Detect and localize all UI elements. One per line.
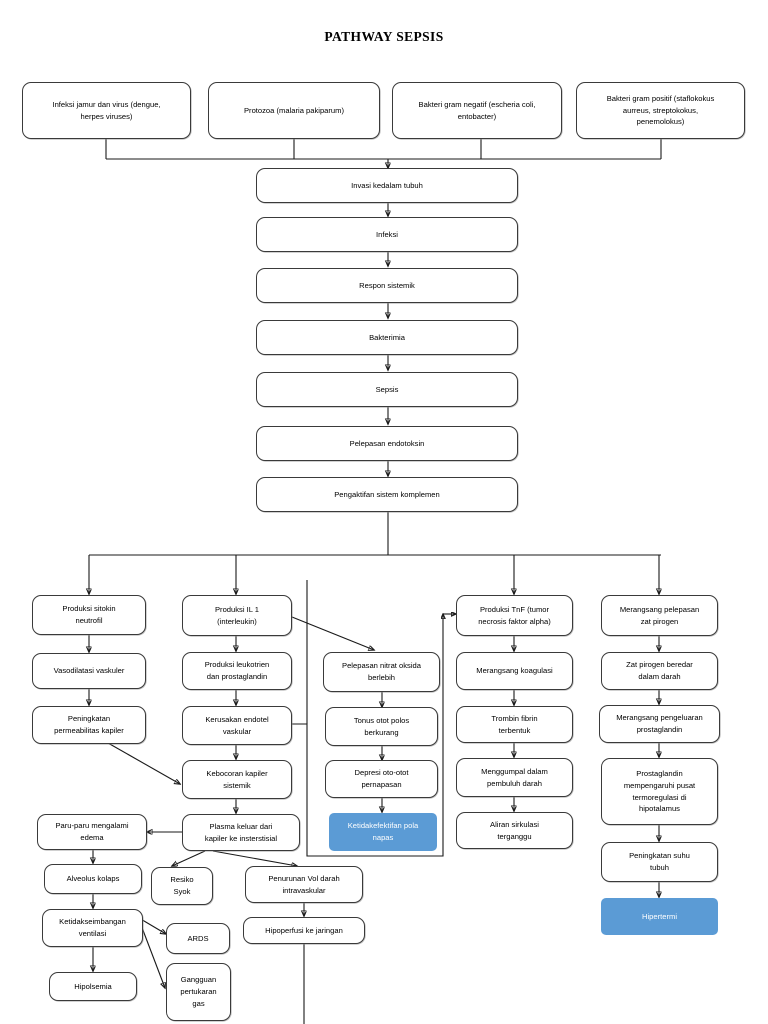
- node-label: Aliran sirkulasi terganggu: [490, 819, 539, 841]
- node-bakterimia[interactable]: Bakterimia: [256, 320, 518, 355]
- node-label: Gangguan pertukaran gas: [180, 975, 217, 1008]
- node-produksi-tnf[interactable]: Produksi TnF (tumor necrosis faktor alph…: [456, 595, 573, 636]
- node-label: Alveolus kolaps: [66, 874, 120, 884]
- node-label: Merangsang pelepasan zat pirogen: [619, 604, 700, 626]
- node-label: Paru-paru mengalami edema: [55, 821, 129, 842]
- node-label: Produksi IL 1 (interleukin): [214, 604, 260, 626]
- node-alveolus-kolaps[interactable]: Alveolus kolaps: [44, 864, 142, 894]
- node-peningkatan-permeabilitas[interactable]: Peningkatan permeabilitas kapiler: [32, 706, 146, 744]
- node-ketidakefektifan-pola-napas[interactable]: Ketidakefektifan pola napas: [329, 813, 437, 851]
- node-label: Protozoa (malaria pakiparum): [243, 105, 345, 115]
- node-resiko-syok[interactable]: Resiko Syok: [151, 867, 213, 905]
- node-label: Vasodilatasi vaskuler: [53, 666, 125, 676]
- node-label: Bakteri gram negatif (escheria coli, ent…: [418, 99, 536, 121]
- node-menggumpal-pembuluh[interactable]: Menggumpal dalam pembuluh darah: [456, 758, 573, 797]
- node-label: Merangsang koagulasi: [476, 666, 553, 676]
- node-pengaktifan-komplemen[interactable]: Pengaktifan sistem komplemen: [256, 477, 518, 512]
- node-merangsang-pirogen[interactable]: Merangsang pelepasan zat pirogen: [601, 595, 718, 636]
- node-label: Peningkatan permeabilitas kapiler: [54, 714, 124, 735]
- node-label: ARDS: [187, 933, 209, 943]
- node-label: Bakteri gram positif (staflokokus aurreu…: [606, 93, 715, 127]
- node-penurunan-vol-darah[interactable]: Penurunan Vol darah intravaskular: [245, 866, 363, 903]
- node-respon-sistemik[interactable]: Respon sistemik: [256, 268, 518, 303]
- node-label: Kerusakan endotel vaskular: [205, 714, 269, 736]
- node-zat-pirogen-beredar[interactable]: Zat pirogen beredar dalam darah: [601, 652, 718, 690]
- node-label: Menggumpal dalam pembuluh darah: [481, 766, 548, 788]
- node-label: Produksi TnF (tumor necrosis faktor alph…: [478, 604, 551, 626]
- node-pelepasan-endotoksin[interactable]: Pelepasan endotoksin: [256, 426, 518, 461]
- node-hipertermi[interactable]: Hipertermi: [601, 898, 718, 935]
- node-etio-gram-negatif[interactable]: Bakteri gram negatif (escheria coli, ent…: [392, 82, 562, 139]
- node-pelepasan-nitrat[interactable]: Pelepasan nitrat oksida berlebih: [323, 652, 440, 692]
- node-peningkatan-suhu[interactable]: Peningkatan suhu tubuh: [601, 842, 718, 882]
- node-label: Resiko Syok: [170, 875, 194, 896]
- node-label: Invasi kedalam tubuh: [351, 180, 423, 190]
- node-plasma-keluar[interactable]: Plasma keluar dari kapiler ke insterstis…: [182, 814, 300, 851]
- node-label: Ketidakseimbangan ventilasi: [59, 917, 126, 938]
- node-vasodilatasi[interactable]: Vasodilatasi vaskuler: [32, 653, 146, 689]
- node-etio-protozoa[interactable]: Protozoa (malaria pakiparum): [208, 82, 380, 139]
- node-ketidakseimbangan-ventilasi[interactable]: Ketidakseimbangan ventilasi: [42, 909, 143, 947]
- page-title: PATHWAY SEPSIS: [324, 29, 444, 44]
- node-label: Hipoperfusi ke jaringan: [265, 925, 343, 935]
- node-hipolsemia[interactable]: Hipolsemia: [49, 972, 137, 1001]
- node-label: Bakterimia: [369, 332, 405, 342]
- node-label: Hipolsemia: [74, 981, 112, 991]
- node-etio-jamur-virus[interactable]: Infeksi jamur dan virus (dengue, herpes …: [22, 82, 191, 139]
- node-label: Respon sistemik: [359, 280, 415, 290]
- node-kebocoran-kapiler[interactable]: Kebocoran kapiler sistemik: [182, 760, 292, 799]
- node-tonus-otot[interactable]: Tonus otot polos berkurang: [325, 707, 438, 746]
- node-label: Produksi leukotrien dan prostaglandin: [204, 660, 270, 681]
- node-aliran-sirkulasi[interactable]: Aliran sirkulasi terganggu: [456, 812, 573, 849]
- node-invasi[interactable]: Invasi kedalam tubuh: [256, 168, 518, 203]
- node-produksi-sitokin[interactable]: Produksi sitokin neutrofil: [32, 595, 146, 635]
- node-label: Infeksi jamur dan virus (dengue, herpes …: [52, 99, 161, 121]
- node-gangguan-pertukaran-gas[interactable]: Gangguan pertukaran gas: [166, 963, 231, 1021]
- node-label: Depresi oto-otot pernapasan: [354, 768, 409, 789]
- node-kerusakan-endotel[interactable]: Kerusakan endotel vaskular: [182, 706, 292, 745]
- node-label: Plasma keluar dari kapiler ke insterstis…: [204, 821, 278, 843]
- node-ards[interactable]: ARDS: [166, 923, 230, 954]
- node-label: Zat pirogen beredar dalam darah: [626, 660, 693, 681]
- node-depresi-otot[interactable]: Depresi oto-otot pernapasan: [325, 760, 438, 798]
- node-label: Prostaglandin mempengaruhi pusat termore…: [623, 768, 696, 814]
- node-label: Produksi sitokin neutrofil: [62, 604, 116, 625]
- node-label: Hipertermi: [641, 911, 678, 921]
- node-label: Ketidakefektifan pola napas: [347, 821, 419, 842]
- node-label: Sepsis: [375, 384, 399, 394]
- node-label: Penurunan Vol darah intravaskular: [268, 873, 340, 895]
- node-label: Peningkatan suhu tubuh: [629, 851, 690, 872]
- node-infeksi[interactable]: Infeksi: [256, 217, 518, 252]
- node-label: Pelepasan endotoksin: [349, 438, 425, 448]
- node-label: Kebocoran kapiler sistemik: [206, 768, 268, 790]
- node-merangsang-koagulasi[interactable]: Merangsang koagulasi: [456, 652, 573, 690]
- node-produksi-il1[interactable]: Produksi IL 1 (interleukin): [182, 595, 292, 636]
- node-sepsis[interactable]: Sepsis: [256, 372, 518, 407]
- node-label: Pelepasan nitrat oksida berlebih: [342, 661, 421, 682]
- node-prostaglandin-hipotalamus[interactable]: Prostaglandin mempengaruhi pusat termore…: [601, 758, 718, 825]
- node-trombin-fibrin[interactable]: Trombin fibrin terbentuk: [456, 706, 573, 743]
- node-label: Tonus otot polos berkurang: [353, 715, 410, 737]
- node-label: Trombin fibrin terbentuk: [491, 713, 538, 735]
- node-label: Infeksi: [376, 229, 398, 239]
- node-hipoperfusi-jaringan[interactable]: Hipoperfusi ke jaringan: [243, 917, 365, 944]
- node-produksi-leukotrien[interactable]: Produksi leukotrien dan prostaglandin: [182, 652, 292, 690]
- node-label: Pengaktifan sistem komplemen: [334, 489, 440, 499]
- node-label: Merangsang pengeluaran prostaglandin: [616, 713, 703, 734]
- node-etio-gram-positif[interactable]: Bakteri gram positif (staflokokus aurreu…: [576, 82, 745, 139]
- node-merangsang-prostaglandin[interactable]: Merangsang pengeluaran prostaglandin: [599, 705, 720, 743]
- node-paru-edema[interactable]: Paru-paru mengalami edema: [37, 814, 147, 850]
